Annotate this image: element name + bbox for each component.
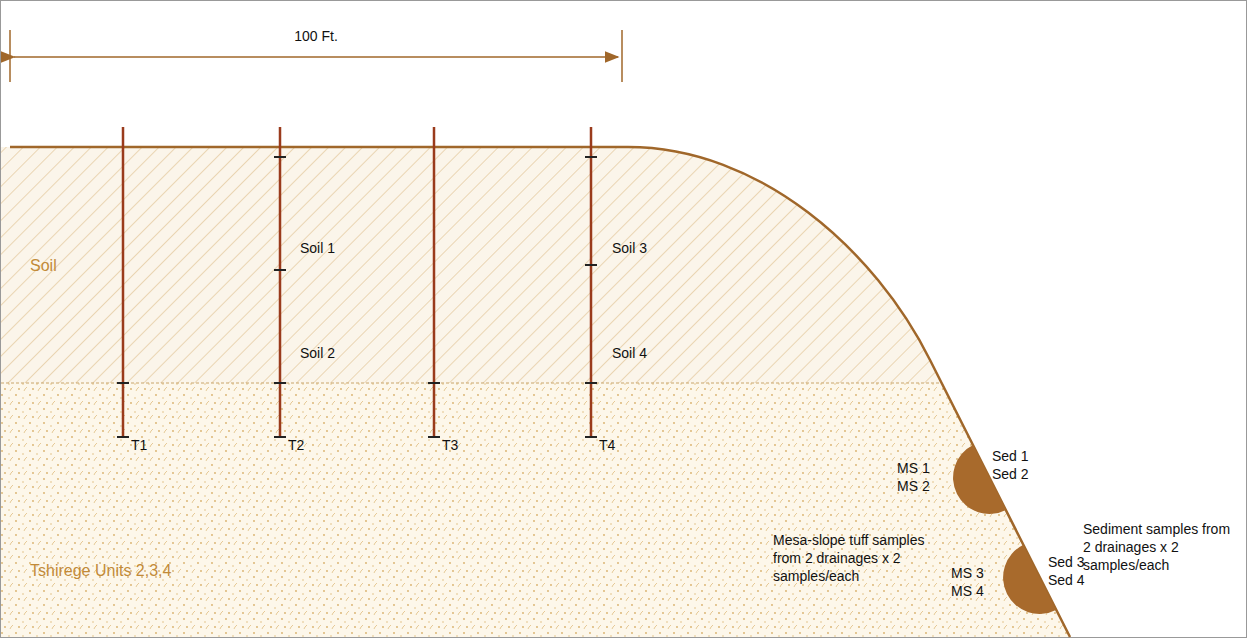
- boreholes: [123, 127, 591, 437]
- sample-label: MS 2: [897, 477, 930, 495]
- ground-surface: [10, 147, 1070, 637]
- borehole-label: T3: [442, 436, 458, 454]
- sample-label: Soil 3: [612, 239, 647, 257]
- layer-label: Tshirege Units 2,3,4: [30, 562, 171, 580]
- layer-label: Soil: [30, 257, 57, 275]
- dimension-tick: [9, 30, 11, 82]
- sample-label: Soil 1: [300, 239, 335, 257]
- contact-line: [1, 383, 942, 384]
- borehole-label: T1: [131, 436, 147, 454]
- sample-ticks: [117, 157, 597, 437]
- sample-label: MS 1: [897, 459, 930, 477]
- sample-label: MS 4: [951, 582, 984, 600]
- dimension-tick: [621, 30, 623, 82]
- borehole-label: T2: [288, 436, 304, 454]
- dimension-label: 100 Ft.: [294, 27, 338, 45]
- note: Sediment samples from 2 drainages x 2 sa…: [1083, 520, 1233, 574]
- borehole-label: T4: [599, 436, 615, 454]
- sample-label: Sed 4: [1048, 571, 1085, 589]
- note: Mesa-slope tuff samples from 2 drainages…: [773, 531, 938, 585]
- sample-label: Sed 1: [992, 447, 1029, 465]
- sample-label: Soil 2: [300, 344, 335, 362]
- sample-label: Sed 2: [992, 465, 1029, 483]
- sample-label: Sed 3: [1048, 553, 1085, 571]
- sample-label: Soil 4: [612, 344, 647, 362]
- dimension-line: [14, 56, 618, 58]
- tuff-layer: [1, 383, 1070, 637]
- sample-label: MS 3: [951, 564, 984, 582]
- soil-layer: [1, 147, 942, 383]
